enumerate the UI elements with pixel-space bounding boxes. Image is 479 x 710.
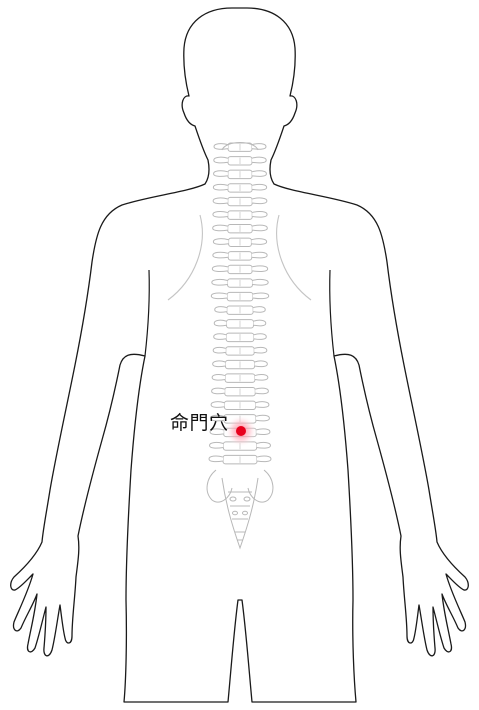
vertebra-process — [211, 293, 227, 299]
vertebra-process — [252, 225, 267, 231]
vertebra-process — [211, 402, 224, 408]
vertebra-process — [210, 442, 224, 448]
right-scapula — [277, 215, 311, 300]
vertebra-process — [252, 144, 266, 150]
vertebra-process — [212, 388, 225, 394]
vertebra-process — [254, 334, 266, 340]
vertebra-process — [257, 456, 271, 462]
vertebra-process — [252, 279, 268, 285]
vertebra-process — [254, 320, 266, 326]
vertebra-process — [213, 198, 228, 204]
vertebra-process — [252, 212, 267, 218]
vertebra-process — [213, 225, 228, 231]
vertebra-process — [251, 239, 266, 245]
vertebra-process — [252, 184, 267, 190]
vertebra-process — [252, 198, 267, 204]
acupoint-label: 命門穴 — [170, 408, 229, 435]
vertebra-process — [256, 429, 270, 435]
vertebra-process — [214, 320, 226, 326]
vertebra-process — [256, 415, 269, 421]
vertebra-process — [257, 442, 271, 448]
vertebra-process — [214, 144, 228, 150]
vertebra-process — [252, 266, 268, 272]
vertebra-process — [252, 157, 266, 163]
vertebra-process — [213, 361, 226, 367]
vertebra-process — [209, 456, 223, 462]
vertebra-process — [252, 171, 266, 177]
vertebra-process — [253, 293, 269, 299]
vertebra-process — [214, 171, 228, 177]
vertebra-process — [213, 212, 228, 218]
vertebra-process — [255, 361, 268, 367]
vertebra-process — [212, 279, 228, 285]
vertebra-process — [212, 375, 225, 381]
sacrum — [207, 470, 273, 548]
vertebra-process — [255, 388, 268, 394]
vertebra-process — [256, 402, 269, 408]
vertebra-process — [214, 334, 226, 340]
vertebra-process — [214, 157, 228, 163]
vertebra-process — [213, 347, 226, 353]
vertebra-process — [255, 375, 268, 381]
vertebra-process — [213, 184, 228, 190]
left-flank-line — [145, 270, 149, 356]
vertebra-process — [213, 252, 228, 258]
vertebra-process — [252, 252, 267, 258]
vertebra-process — [215, 307, 227, 313]
right-flank-line — [330, 270, 334, 356]
vertebra-process — [253, 307, 265, 313]
vertebra-process — [254, 347, 267, 353]
vertebra-process — [212, 266, 228, 272]
left-scapula — [168, 215, 202, 300]
acupoint-marker — [236, 426, 246, 436]
vertebra-process — [213, 239, 228, 245]
